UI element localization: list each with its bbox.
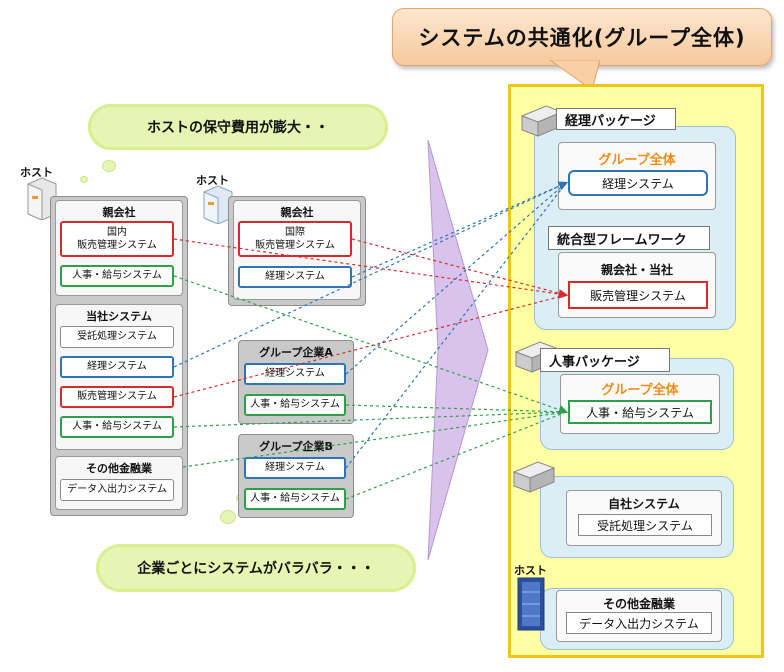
unified-sales-system: 販売管理システム: [568, 281, 708, 309]
accounting-scope-label: グループ全体: [598, 153, 676, 168]
title-banner: システムの共通化(グループ全体): [392, 8, 772, 66]
mainframe-icon: [517, 577, 545, 631]
transition-arrow: [427, 140, 489, 560]
other-finance-label: その他金融業: [602, 597, 675, 611]
rack-server-icon: [512, 461, 556, 493]
group-a-heading: グループ企業A: [259, 346, 333, 359]
link-own-hr: [173, 411, 567, 428]
group-a-hr-system: 人事・給与システム: [244, 394, 346, 416]
framework-tag: 統合型フレームワーク: [548, 226, 710, 250]
link-group-a-hr: [345, 404, 567, 413]
link-intl-sales: [351, 238, 567, 296]
accounting-package-tag: 経理パッケージ: [556, 108, 676, 130]
group-b-heading: グループ企業B: [259, 440, 333, 453]
cloud-text: ホストの保守費用が膨大・・: [147, 120, 329, 136]
link-other-finance: [182, 411, 567, 468]
server-icon: [203, 185, 233, 224]
link-group-b-accounting: [345, 182, 567, 469]
own-system-label: 自社システム: [608, 497, 680, 511]
link-parent-hr: [173, 275, 569, 415]
left-other-heading: その他金融業: [86, 462, 152, 475]
left-own-accounting-system: 経理システム: [60, 356, 174, 378]
left-parent-heading: 親会社: [102, 206, 136, 219]
left-data-io-system: データ入出力システム: [60, 479, 174, 501]
left-domestic-sales-system: 国内 販売管理システム: [60, 221, 174, 257]
host-label-right: ホスト: [514, 564, 547, 577]
link-own-accounting: [173, 182, 567, 368]
link-parent-accounting: [351, 181, 569, 278]
mid-parent-heading: 親会社: [280, 206, 314, 219]
mid-intl-sales-system: 国際 販売管理システム: [238, 221, 352, 257]
page-title: システムの共通化(グループ全体): [418, 26, 746, 50]
left-own-heading: 当社システム: [86, 310, 152, 323]
cloud-bubble: [220, 510, 236, 524]
cloud-bubble: [102, 160, 116, 172]
link-group-a-accounting: [345, 182, 567, 375]
framework-scope-label: 親会社・当社: [600, 263, 673, 277]
own-entrusted-processing-system: 受託処理システム: [578, 514, 712, 536]
cloud-bubble: [80, 176, 88, 183]
cloud-text: 企業ごとにシステムがバラバラ・・・: [137, 561, 375, 577]
title-pointer: [549, 60, 601, 90]
unified-data-io-system: データ入出力システム: [566, 612, 712, 634]
group-b-hr-system: 人事・給与システム: [244, 488, 346, 510]
host-label-left: ホスト: [20, 166, 53, 179]
host-label-mid: ホスト: [196, 174, 229, 187]
link-domestic-sales: [173, 238, 569, 299]
left-own-sales-system: 販売管理システム: [60, 386, 174, 408]
cloud-maintenance-cost: ホストの保守費用が膨大・・: [88, 104, 388, 150]
unified-hr-system: 人事・給与システム: [568, 400, 712, 424]
group-b-accounting-system: 経理システム: [244, 457, 346, 479]
left-entrusted-processing-system: 受託処理システム: [60, 326, 174, 348]
mid-parent-accounting-system: 経理システム: [238, 266, 352, 288]
unified-accounting-system: 経理システム: [568, 170, 708, 196]
group-a-accounting-system: 経理システム: [244, 363, 346, 385]
cloud-disparate-systems: 企業ごとにシステムがバラバラ・・・: [96, 544, 416, 592]
left-parent-hr-system: 人事・給与システム: [60, 265, 174, 287]
left-own-hr-system: 人事・給与システム: [60, 416, 174, 438]
hr-scope-label: グループ全体: [601, 383, 679, 398]
hr-package-tag: 人事パッケージ: [540, 348, 670, 372]
link-own-sales: [173, 294, 567, 398]
